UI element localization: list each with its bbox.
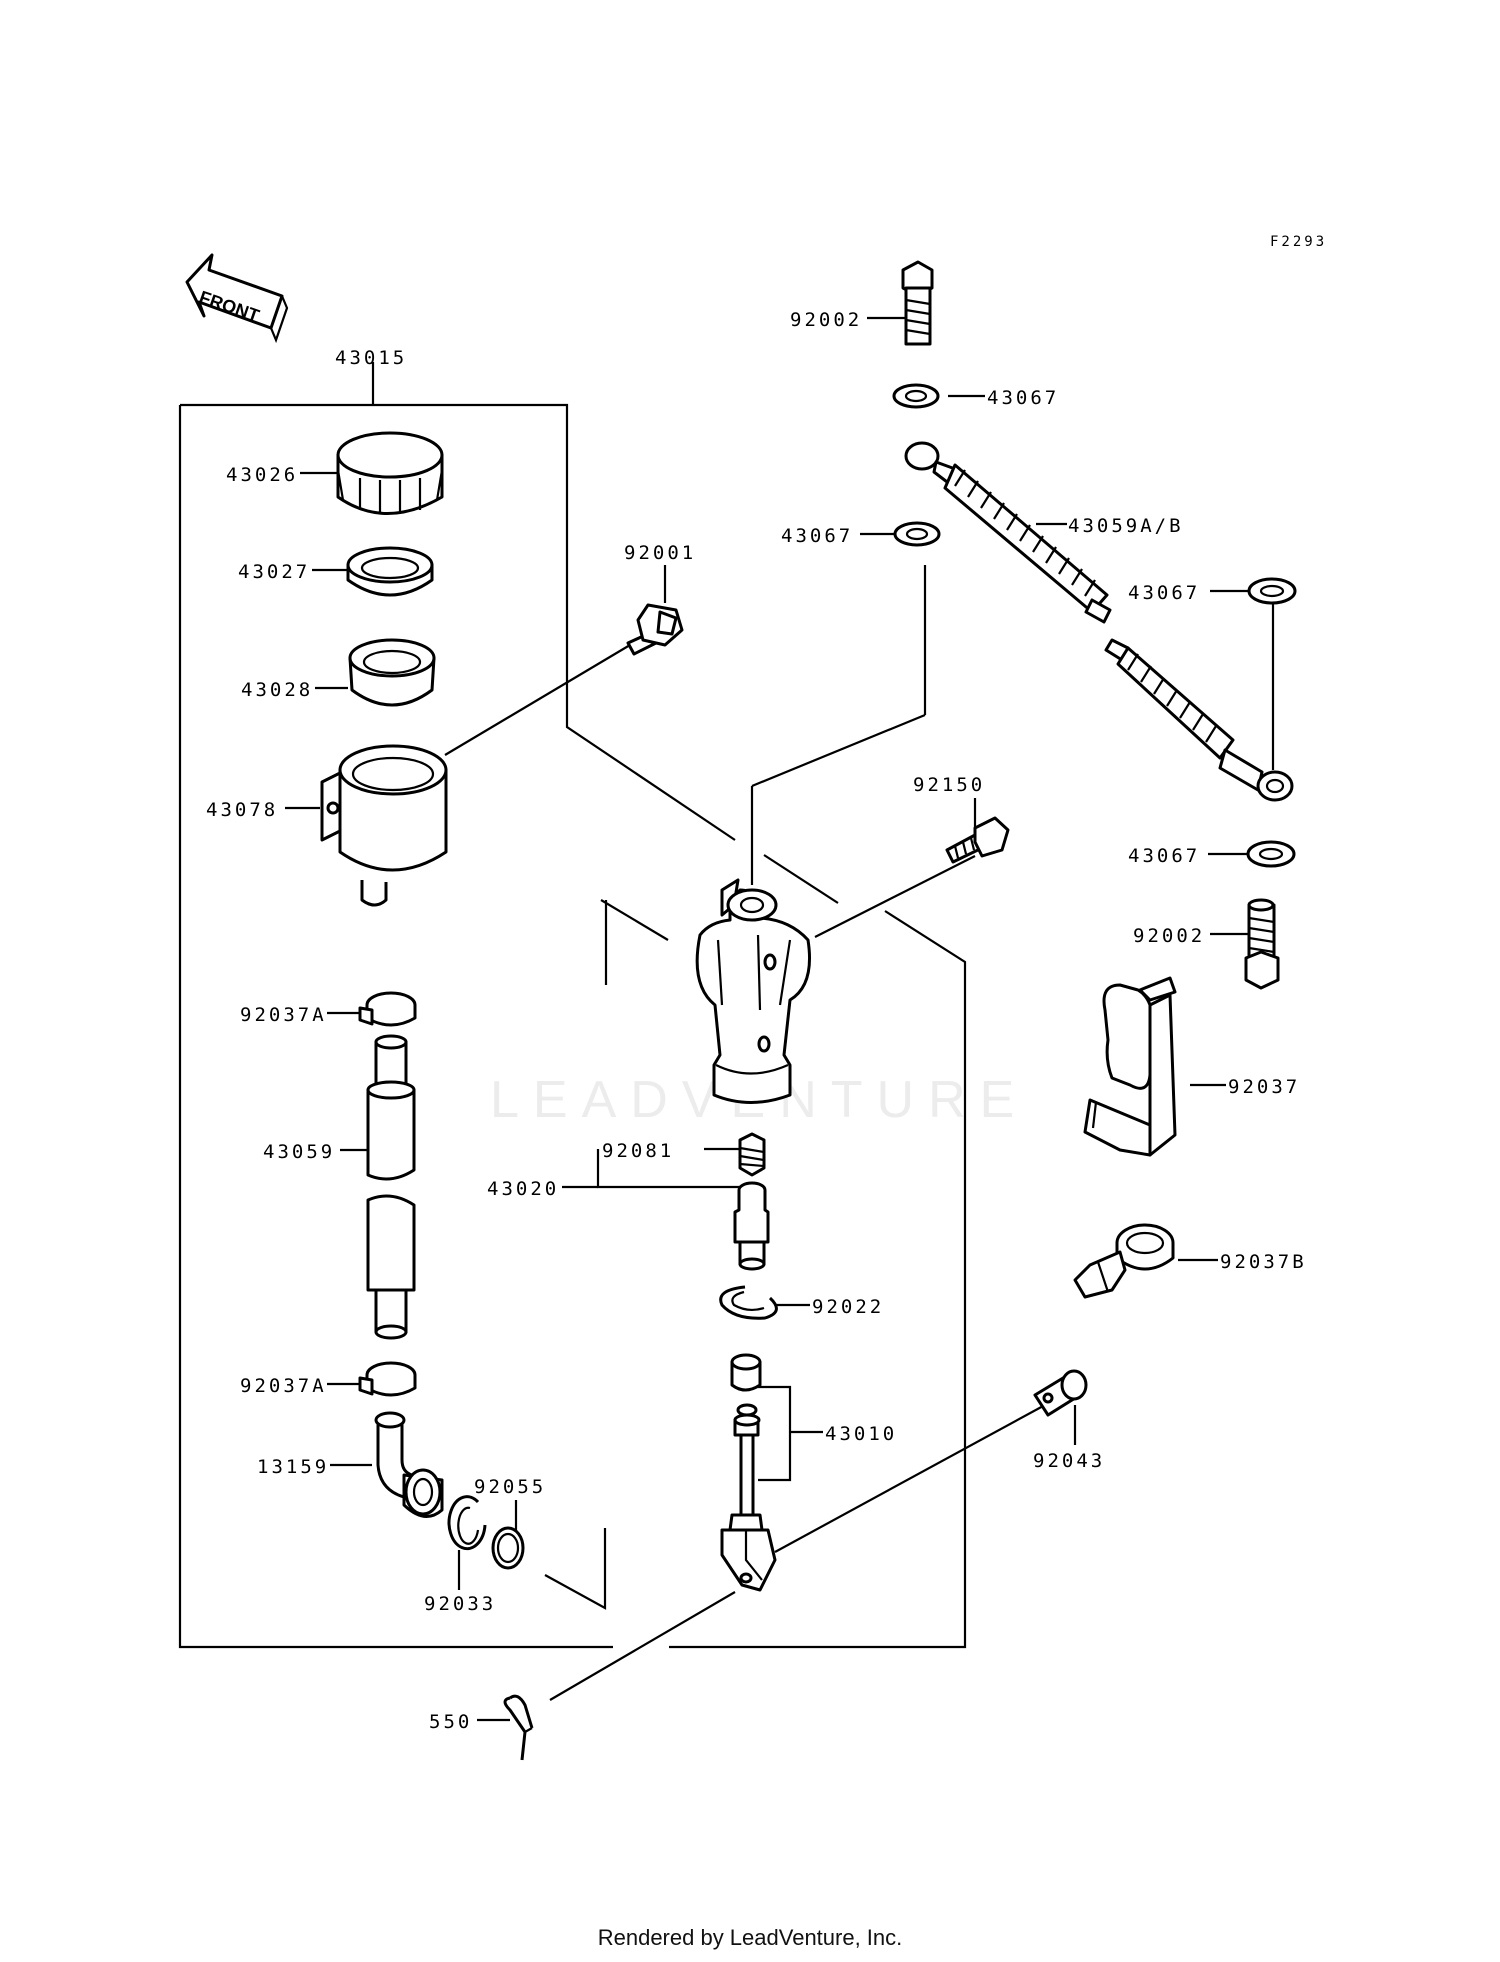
label-43010: 43010 (825, 1423, 897, 1445)
washer-43067-3 (1247, 577, 1297, 605)
drawing-code: F2293 (1270, 234, 1327, 250)
hose-43059 (366, 1034, 416, 1340)
piston-43020 (733, 1181, 770, 1271)
hose-clamp-92037a-top (358, 991, 417, 1027)
reservoir-43078 (320, 744, 448, 907)
label-43059ab: 43059A/B (1068, 515, 1184, 537)
master-cylinder-body (695, 878, 812, 1104)
label-92022: 92022 (812, 1296, 884, 1318)
label-92055: 92055 (474, 1476, 546, 1498)
hose-clamp-92037a-bottom (358, 1361, 417, 1397)
label-92081: 92081 (602, 1140, 674, 1162)
diaphragm-43028 (348, 638, 436, 707)
label-43028: 43028 (241, 679, 313, 701)
reservoir-cap-43026 (336, 431, 444, 515)
label-13159: 13159 (257, 1456, 329, 1478)
cotter-pin-550 (503, 1694, 534, 1761)
label-550: 550 (429, 1711, 472, 1733)
front-arrow-icon: FRONT (185, 253, 289, 344)
diaphragm-plate-43027 (346, 546, 434, 597)
bracket-clamp-92037 (1083, 976, 1177, 1157)
label-92002-top: 92002 (790, 309, 862, 331)
o-ring-92055 (491, 1526, 525, 1570)
label-43059: 43059 (263, 1141, 335, 1163)
bolt-92150 (945, 816, 1010, 864)
label-92150: 92150 (913, 774, 985, 796)
label-92037a-bottom: 92037A (240, 1375, 327, 1397)
label-43026: 43026 (226, 464, 298, 486)
label-43078: 43078 (206, 799, 278, 821)
label-43067-4: 43067 (1128, 845, 1200, 867)
label-92001: 92001 (624, 542, 696, 564)
brake-hose-43059ab (904, 441, 1294, 802)
label-92043: 92043 (1033, 1450, 1105, 1472)
label-92037b: 92037B (1220, 1251, 1307, 1273)
label-92037: 92037 (1228, 1076, 1300, 1098)
label-43015: 43015 (335, 347, 407, 369)
spring-92081 (738, 1132, 766, 1177)
banjo-bolt-92002-bottom (1244, 898, 1280, 990)
washer-43067-2 (893, 521, 941, 547)
label-92037a-top: 92037A (240, 1004, 327, 1026)
label-92033: 92033 (424, 1593, 496, 1615)
label-43067-1: 43067 (987, 387, 1059, 409)
snap-ring-92033 (447, 1495, 487, 1551)
footer-credit: Rendered by LeadVenture, Inc. (597, 1925, 903, 1950)
label-92002-bottom: 92002 (1133, 925, 1205, 947)
push-rod-43010 (720, 1353, 777, 1592)
clevis-pin-92043 (1033, 1369, 1088, 1417)
label-43067-2: 43067 (781, 525, 853, 547)
washer-43067-4 (1246, 840, 1296, 868)
elbow-fitting-13159 (374, 1411, 444, 1518)
label-43067-3: 43067 (1128, 582, 1200, 604)
bolt-92001 (626, 603, 684, 656)
banjo-bolt-92002-top (901, 260, 934, 346)
label-43027: 43027 (238, 561, 310, 583)
tube-clip-92037b (1073, 1223, 1175, 1299)
washer-43067-1 (892, 383, 940, 409)
label-43020: 43020 (487, 1178, 559, 1200)
circlip-92022 (719, 1285, 778, 1320)
